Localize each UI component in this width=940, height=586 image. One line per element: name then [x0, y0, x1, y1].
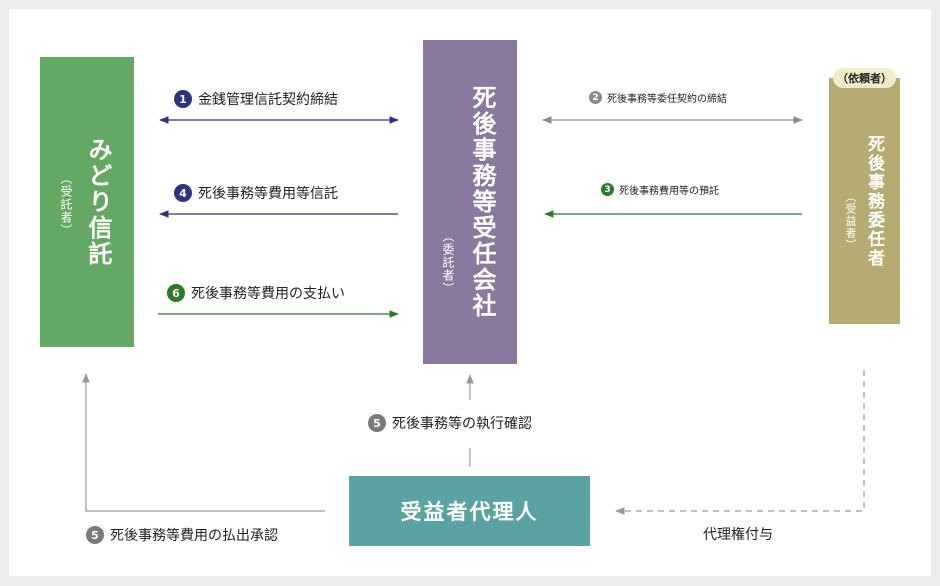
step-number-badge: 4 — [174, 184, 192, 202]
node-midori-role: （受託者） — [59, 171, 73, 237]
node-midori-trust: みどり信託 （受託者） — [40, 57, 134, 347]
step-number-badge: 2 — [589, 91, 602, 104]
node-company: 死後事務等受任会社 （委託者） — [423, 40, 517, 364]
step-number-badge: 1 — [174, 90, 192, 108]
node-client-tag: （依頼者） — [833, 68, 896, 88]
flow-text: 死後事務等委任契約の締結 — [607, 94, 727, 105]
node-midori-name: みどり信託 — [84, 137, 112, 267]
node-client: 死後事務委任者 （受益者） — [829, 78, 900, 324]
flow-text: 死後事務等費用等信託 — [198, 186, 338, 202]
flow-text: 金銭管理信託契約締結 — [198, 92, 338, 108]
arrow-flow-5b — [82, 373, 325, 512]
node-company-role: （委託者） — [441, 229, 455, 295]
flow-text: 死後事務等費用の払出承認 — [110, 528, 278, 544]
arrow-proxy — [615, 370, 865, 515]
node-client-role: （受益者） — [844, 191, 857, 251]
flow-label-proxy: 代理権付与 — [703, 524, 773, 544]
step-number-badge: 3 — [601, 183, 614, 196]
flow-text: 死後事務等費用の支払い — [191, 286, 345, 302]
node-beneficiary-agent: 受益者代理人 — [349, 476, 590, 546]
flow-label-1: 1 金銭管理信託契約締結 — [174, 89, 338, 109]
flow-label-5-confirm: 5 死後事務等の執行確認 — [368, 413, 532, 433]
flow-label-6: 6 死後事務等費用の支払い — [167, 283, 345, 303]
flow-text: 死後事務等の執行確認 — [392, 416, 532, 432]
flow-label-5-approve: 5 死後事務等費用の払出承認 — [86, 525, 278, 545]
flow-label-3: 3 死後事務費用等の預託 — [601, 182, 719, 197]
node-client-name: 死後事務委任者 — [864, 134, 884, 268]
step-number-badge: 5 — [368, 414, 386, 432]
flow-label-2: 2 死後事務等委任契約の締結 — [589, 90, 727, 105]
step-number-badge: 6 — [167, 284, 185, 302]
flow-label-4: 4 死後事務等費用等信託 — [174, 183, 338, 203]
node-company-name: 死後事務等受任会社 — [468, 85, 496, 319]
node-agent-name: 受益者代理人 — [400, 500, 539, 524]
flow-text: 死後事務費用等の預託 — [619, 186, 719, 197]
step-number-badge: 5 — [86, 526, 104, 544]
flow-text: 代理権付与 — [703, 527, 773, 543]
